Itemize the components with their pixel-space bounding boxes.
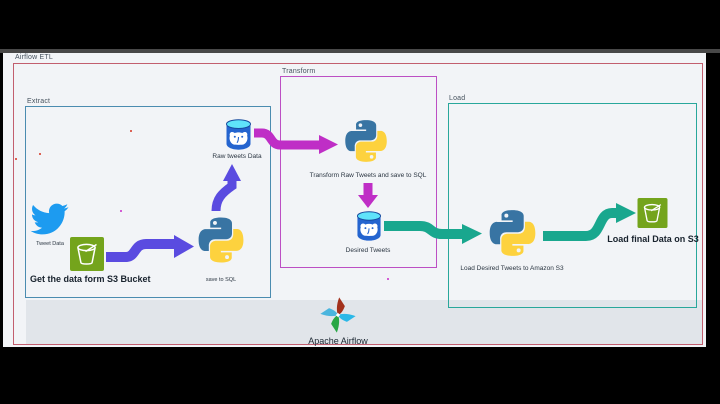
- stray-dot: [130, 130, 132, 132]
- python-icon-extract: [198, 217, 244, 263]
- letterbox-top: [0, 0, 720, 49]
- stray-dot: [15, 158, 17, 160]
- desired-tweets-label: Desired Tweets: [345, 247, 391, 254]
- canvas-background: [3, 53, 706, 347]
- postgres-db-icon-desired: [356, 211, 382, 242]
- load-final-label: Load final Data on S3: [607, 234, 699, 244]
- get-data-label: Get the data form S3 Bucket: [30, 274, 151, 284]
- stray-dot: [387, 278, 389, 280]
- airflow-etl-title: Airflow ETL: [15, 54, 53, 61]
- twitter-bird-icon: [30, 203, 69, 235]
- arrow-loadpython-to-s3: [543, 203, 636, 241]
- extract-group-box: [25, 106, 271, 298]
- apache-airflow-label: Apache Airflow: [308, 336, 368, 346]
- arrow-bucket-to-python: [106, 235, 194, 262]
- extract-group-label: Extract: [27, 98, 51, 105]
- transform-python-label: Transform Raw Tweets and save to SQL: [309, 172, 427, 179]
- airflow-etl-container: [13, 63, 703, 345]
- stray-dot: [120, 210, 122, 212]
- python-icon-load: [489, 210, 536, 256]
- tweet-data-label: Tweet Data: [36, 241, 64, 247]
- load-group-label: Load: [449, 95, 466, 102]
- arrow-rawdb-to-transform: [254, 128, 338, 154]
- save-to-sql-label: save to SQL: [205, 277, 237, 283]
- arrow-python-to-rawdb: [211, 164, 241, 212]
- letterbox-bottom: [0, 347, 720, 404]
- transform-group-label: Transform: [282, 68, 316, 75]
- arrow-desireddb-to-loadpython: [384, 221, 482, 244]
- load-desired-label: Load Desired Tweets to Amazon S3: [460, 265, 564, 272]
- arrow-transform-to-desireddb: [358, 183, 378, 208]
- separator-line: [0, 49, 720, 53]
- python-icon-transform: [345, 120, 387, 162]
- transform-group-box: [280, 76, 437, 268]
- s3-bucket-icon-load: [637, 198, 668, 228]
- s3-bucket-icon: [70, 237, 104, 271]
- load-group-box: [448, 103, 697, 308]
- airflow-pinwheel-icon: [320, 297, 356, 333]
- diagram-stage: Airflow ETL Extract Transform Load: [0, 53, 720, 347]
- postgres-db-icon-raw: [225, 119, 252, 151]
- stray-dot: [39, 153, 41, 155]
- flow-arrows-layer: [106, 128, 636, 262]
- raw-tweets-label: Raw tweets Data: [212, 153, 262, 160]
